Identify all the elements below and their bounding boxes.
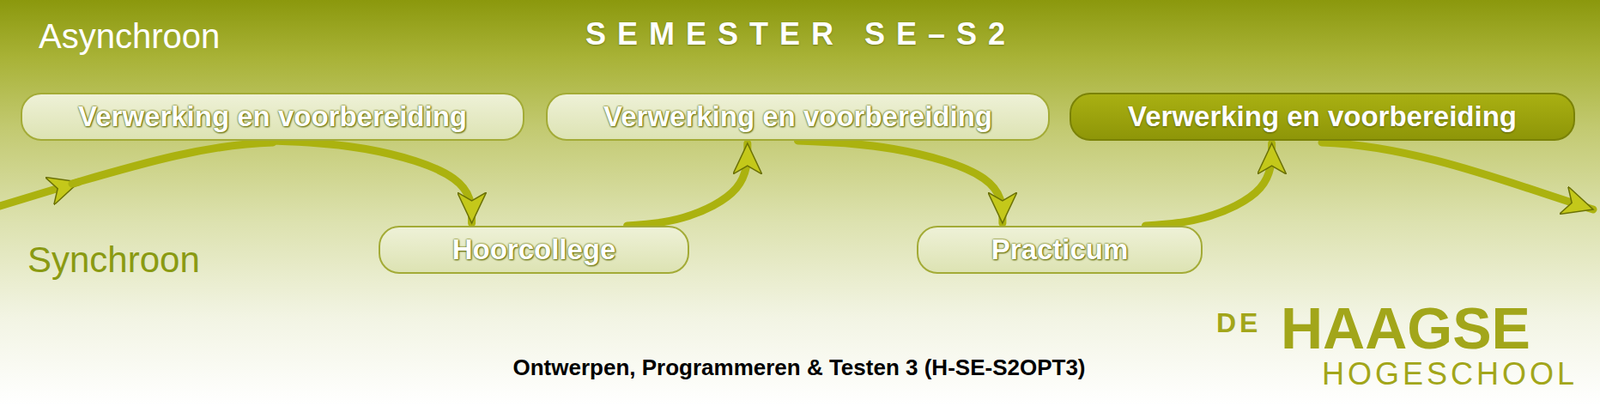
semester-title: SEMESTER SE–S2 — [585, 18, 1017, 50]
async-step: Verwerking en voorbereiding — [545, 92, 1050, 141]
logo-text: HOGESCHOOL — [1321, 358, 1578, 390]
async-step-active: Verwerking en voorbereiding — [1069, 92, 1576, 141]
flow-arrow — [798, 140, 1003, 224]
logo-text: DE — [1216, 309, 1261, 337]
exit-ribbon — [1321, 142, 1594, 210]
sync-step: Hoorcollege — [378, 225, 690, 274]
lane-label: Asynchroon — [38, 18, 220, 54]
step-label: Hoorcollege — [452, 234, 617, 266]
step-label: Practicum — [991, 234, 1129, 266]
entry-ribbon — [72, 142, 273, 184]
flow-arrow — [1145, 143, 1272, 226]
step-label: Verwerking en voorbereiding — [603, 101, 993, 133]
step-label: Verwerking en voorbereiding — [1127, 101, 1517, 133]
flow-arrow — [272, 140, 473, 224]
logo-text: HAAGSE — [1280, 298, 1531, 358]
course-caption: Ontwerpen, Programmeren & Testen 3 (H-SE… — [513, 356, 1086, 379]
flow-arrow — [627, 143, 748, 226]
lane-label: Synchroon — [27, 242, 200, 279]
step-label: Verwerking en voorbereiding — [78, 101, 467, 133]
sync-step: Practicum — [916, 225, 1203, 274]
async-step: Verwerking en voorbereiding — [20, 92, 525, 141]
entry-ribbon — [0, 181, 79, 207]
